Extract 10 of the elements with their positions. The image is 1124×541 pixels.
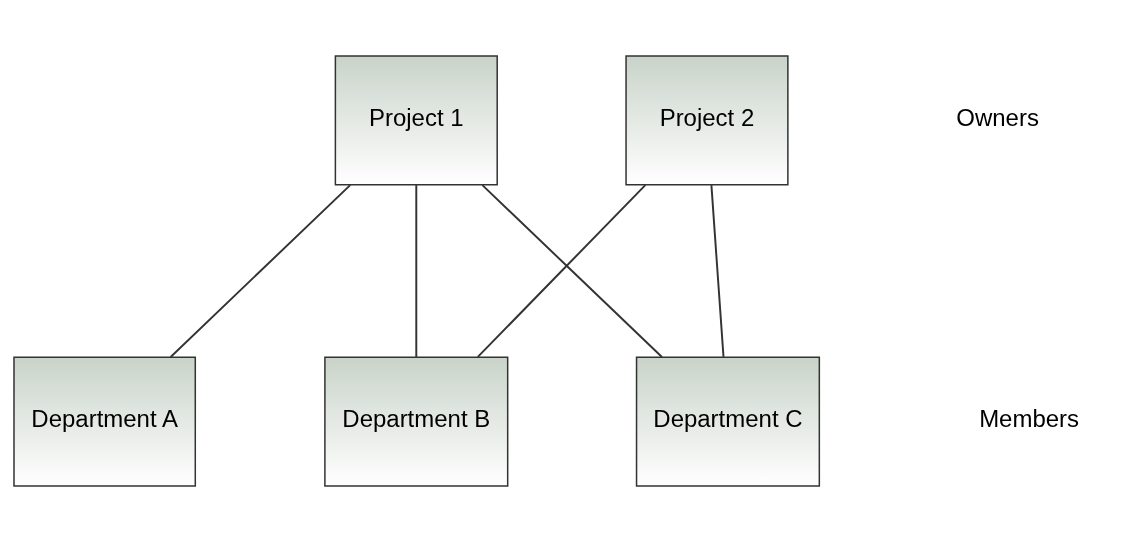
connector — [415, 183, 418, 358]
label: Members — [979, 404, 1080, 432]
node-box: Department C — [635, 355, 821, 487]
connector — [169, 183, 352, 358]
label: Owners — [956, 103, 1039, 131]
connector — [710, 183, 725, 358]
node-box: Department B — [324, 355, 509, 487]
node-box: Department A — [13, 355, 197, 487]
node-box: Project 2 — [625, 54, 789, 186]
node-box: Project 1 — [334, 54, 498, 186]
